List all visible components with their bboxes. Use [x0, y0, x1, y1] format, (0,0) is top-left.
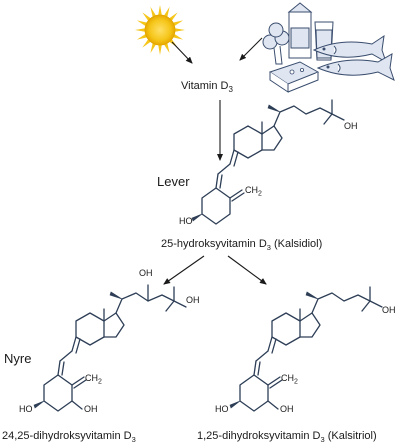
calcitriol-oh-side-label: OH: [382, 305, 396, 315]
calcidiol-label: 25-hydroksyvitamin D3 (Kalsidiol): [161, 238, 322, 252]
sun-ray: [142, 39, 151, 48]
left-metabolite-structure: [33, 284, 187, 412]
sun-ray: [173, 20, 184, 26]
sun-ray: [136, 20, 147, 26]
sun-icon: [135, 5, 185, 55]
calcitriol-ch2-label: CH2: [281, 373, 298, 386]
sun-ray: [164, 6, 170, 17]
left-oh-ring-label: OH: [84, 404, 98, 414]
left-oh-side-label: OH: [186, 295, 200, 305]
calcitriol-structure: [229, 286, 383, 412]
sun-ray: [158, 44, 162, 55]
left-metabolite-label: 24,25-dihydroksyvitamin D3: [2, 430, 136, 443]
left-oh-upper-label: OH: [139, 268, 153, 278]
nyre-label: Nyre: [4, 351, 31, 366]
sun-ray: [169, 12, 178, 21]
sun-ray: [174, 28, 185, 32]
calcitriol-ho-label: HO: [215, 404, 229, 414]
calcidiol-structure: [191, 99, 345, 225]
arrow-calcidiol-to-right: [227, 255, 267, 285]
calcidiol-oh-label: OH: [344, 121, 358, 131]
calcitriol-oh-ring-label: OH: [280, 404, 294, 414]
vitamin-d3-label: Vitamin D3: [181, 80, 233, 94]
sun-ray: [164, 43, 170, 54]
right-metabolite-label: 1,25-dihydroksyvitamin D3 (Kalsitriol): [197, 430, 377, 443]
calcidiol-ho-label: HO: [179, 216, 193, 226]
arrow-calcidiol-to-left: [163, 255, 205, 285]
food-icon: [262, 2, 395, 93]
arrow-food-to-vitamin: [239, 37, 263, 61]
sun-ray: [173, 34, 184, 40]
calcidiol-ch2-label: CH2: [245, 185, 262, 198]
sun-ray: [150, 43, 156, 54]
sun-ray: [158, 5, 162, 16]
sun-ray: [142, 12, 151, 21]
left-ho-label: HO: [19, 404, 33, 414]
sun-ray: [150, 6, 156, 17]
left-ch2-label: CH2: [85, 373, 102, 386]
sun-ray: [136, 34, 147, 40]
sun-ray: [135, 28, 146, 32]
lever-label: Lever: [157, 174, 190, 189]
arrow-sun-to-vitamin: [171, 41, 193, 64]
